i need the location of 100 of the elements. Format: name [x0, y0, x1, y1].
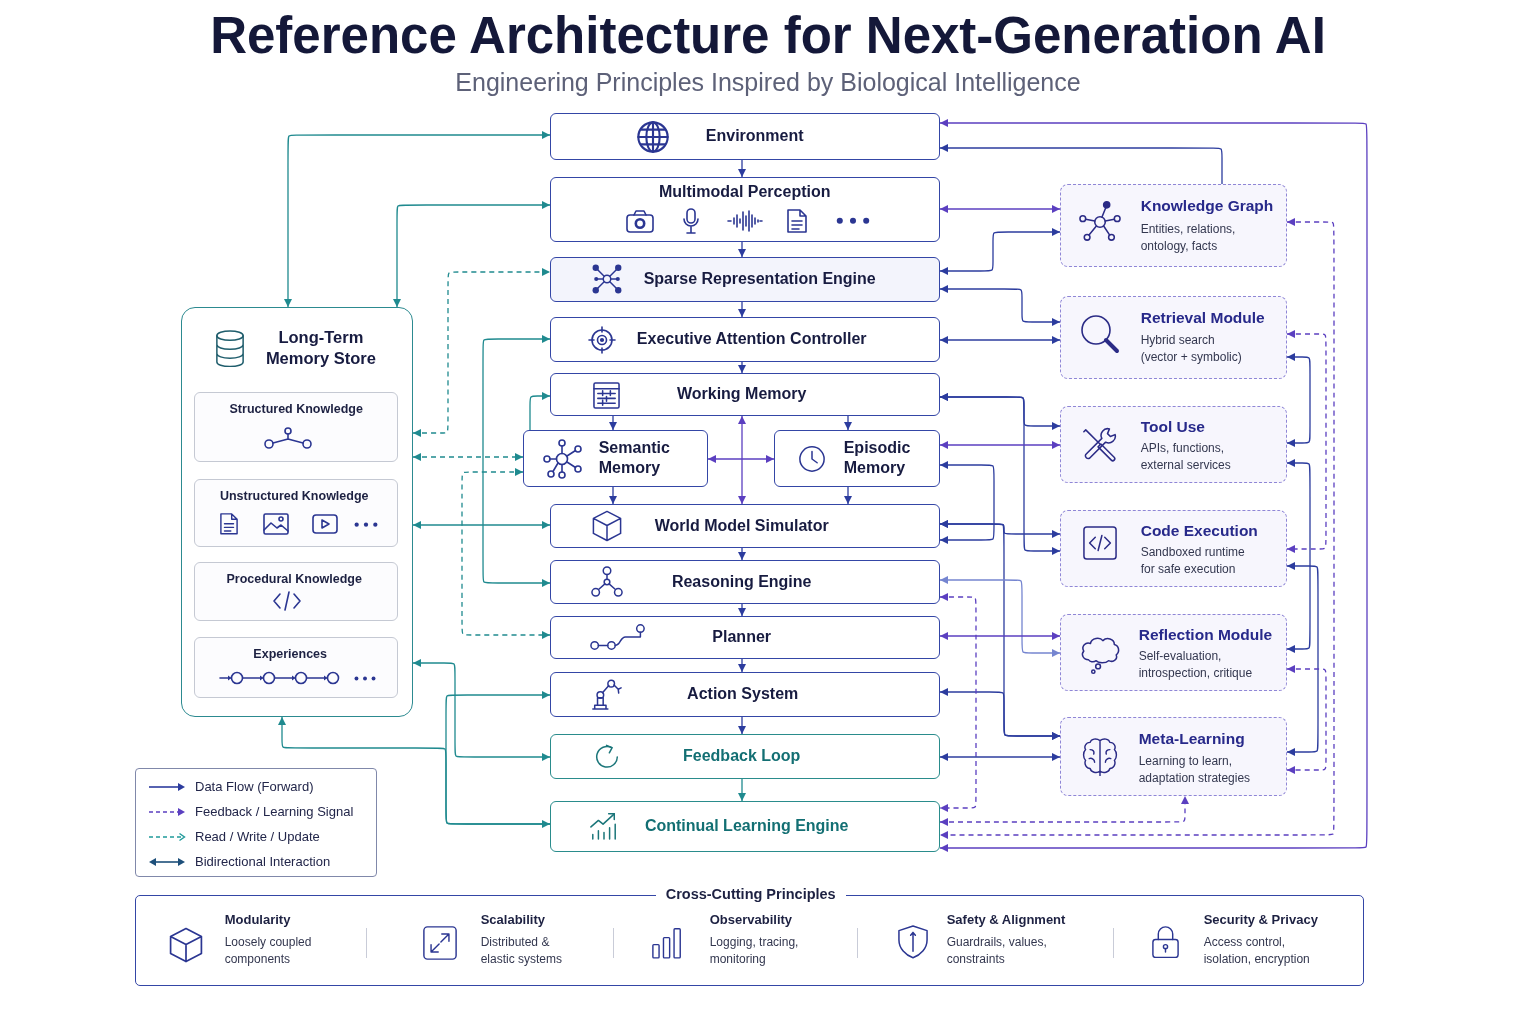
- legend-label: Data Flow (Forward): [195, 778, 314, 795]
- arrow: [1286, 459, 1311, 653]
- section-title: Unstructured Knowledge: [219, 489, 369, 505]
- arrow: [939, 688, 1061, 740]
- dashed-arrow: [412, 268, 551, 437]
- memory-store-panel: [181, 307, 413, 717]
- memory-section-card: [194, 479, 399, 548]
- arrow: [738, 415, 746, 505]
- module-description: Entities, relations, ontology, facts: [1140, 220, 1237, 255]
- process-box: [550, 177, 940, 242]
- arrow: [939, 441, 1061, 449]
- box-label: Action System: [687, 683, 799, 704]
- module-title: Tool Use: [1140, 416, 1205, 436]
- process-box: [550, 616, 940, 659]
- module-title: Code Execution: [1140, 520, 1258, 540]
- process-box: [550, 317, 940, 362]
- arrow: [738, 716, 746, 735]
- arrow: [278, 716, 551, 825]
- box-label: Sparse Representation Engine: [643, 268, 876, 289]
- principle-description: Guardrails, values, constraints: [946, 933, 1048, 968]
- arrow: [738, 361, 746, 374]
- arrow: [1286, 353, 1311, 447]
- arrow: [939, 576, 1061, 657]
- arrow: [482, 335, 551, 587]
- module-card: [1060, 296, 1287, 379]
- module-description: Sandboxed runtime for safe execution: [1140, 543, 1246, 578]
- memory-section-card: [194, 562, 399, 622]
- panel-title: Long-Term Memory Store: [264, 327, 377, 370]
- module-description: Hybrid search (vector + symbolic): [1140, 331, 1243, 366]
- arrow: [445, 691, 551, 828]
- arrow: [939, 632, 1061, 640]
- box-label: Working Memory: [676, 383, 807, 404]
- principle-title: Observability: [709, 911, 793, 928]
- principle-description: Access control, isolation, encryption: [1203, 933, 1311, 968]
- arrow: [939, 393, 1061, 555]
- arrow: [412, 521, 551, 529]
- section-title: Experiences: [253, 647, 327, 663]
- arrow: [939, 205, 1061, 213]
- arrow: [939, 228, 1061, 275]
- arrow: [609, 415, 617, 431]
- box-label: Reasoning Engine: [671, 571, 812, 592]
- arrow: [939, 285, 1061, 326]
- process-box: [550, 801, 940, 852]
- dashed-arrow: [939, 795, 1189, 826]
- box-label: Environment: [705, 125, 804, 146]
- dashed-arrow: [939, 593, 977, 812]
- arrow: [738, 301, 746, 318]
- dashed-arrow: [412, 453, 524, 461]
- box-label: Semantic Memory: [598, 437, 671, 478]
- arrow: [939, 336, 1061, 344]
- box-label: Planner: [712, 626, 772, 647]
- principle-title: Security & Privacy: [1203, 911, 1318, 928]
- module-description: Self-evaluation, introspection, critique: [1138, 647, 1254, 682]
- arrow: [393, 201, 551, 308]
- process-box: [774, 430, 940, 487]
- arrow: [738, 603, 746, 617]
- process-box: [550, 373, 940, 416]
- module-description: APIs, functions, external services: [1140, 439, 1232, 474]
- dashed-arrow: [1286, 665, 1327, 774]
- arrow: [939, 144, 1223, 185]
- principle-description: Loosely coupled components: [224, 933, 313, 968]
- box-label: World Model Simulator: [654, 515, 829, 536]
- process-box: [550, 672, 940, 717]
- module-title: Reflection Module: [1138, 624, 1273, 644]
- arrow: [939, 119, 1368, 852]
- dashed-arrow: [461, 468, 551, 639]
- arrow: [738, 658, 746, 673]
- principle-title: Modularity: [224, 911, 291, 928]
- module-card: [1060, 614, 1287, 691]
- module-card: [1060, 510, 1287, 587]
- arrow: [738, 778, 746, 802]
- arrow: [939, 753, 1061, 761]
- process-box: [550, 504, 940, 548]
- section-title: Procedural Knowledge: [226, 572, 362, 588]
- arrow: [707, 455, 775, 463]
- dashed-arrow: [1286, 330, 1327, 553]
- principle-title: Scalability: [480, 911, 545, 928]
- process-box: [550, 113, 940, 160]
- box-label: Episodic Memory: [843, 437, 912, 478]
- process-box: [550, 257, 940, 302]
- process-box: [550, 734, 940, 779]
- dashed-arrow: [939, 218, 1335, 839]
- box-label: Executive Attention Controller: [636, 328, 867, 349]
- module-title: Knowledge Graph: [1140, 195, 1274, 215]
- legend-label: Feedback / Learning Signal: [195, 803, 354, 820]
- memory-section-card: [194, 392, 399, 463]
- process-box: [550, 560, 940, 604]
- arrow: [844, 415, 852, 431]
- box-label: Multimodal Perception: [658, 181, 831, 202]
- diagram-title: Reference Architecture for Next-Generation AI: [210, 6, 1326, 66]
- arrow: [609, 486, 617, 505]
- module-title: Retrieval Module: [1140, 307, 1265, 327]
- section-title: Structured Knowledge: [229, 402, 363, 418]
- box-label: Continual Learning Engine: [644, 815, 849, 836]
- principle-description: Logging, tracing, monitoring: [709, 933, 800, 968]
- process-box: [523, 430, 708, 487]
- arrow: [738, 159, 746, 178]
- principle-description: Distributed & elastic systems: [480, 933, 564, 968]
- arrow: [412, 659, 551, 761]
- memory-section-card: [194, 637, 399, 699]
